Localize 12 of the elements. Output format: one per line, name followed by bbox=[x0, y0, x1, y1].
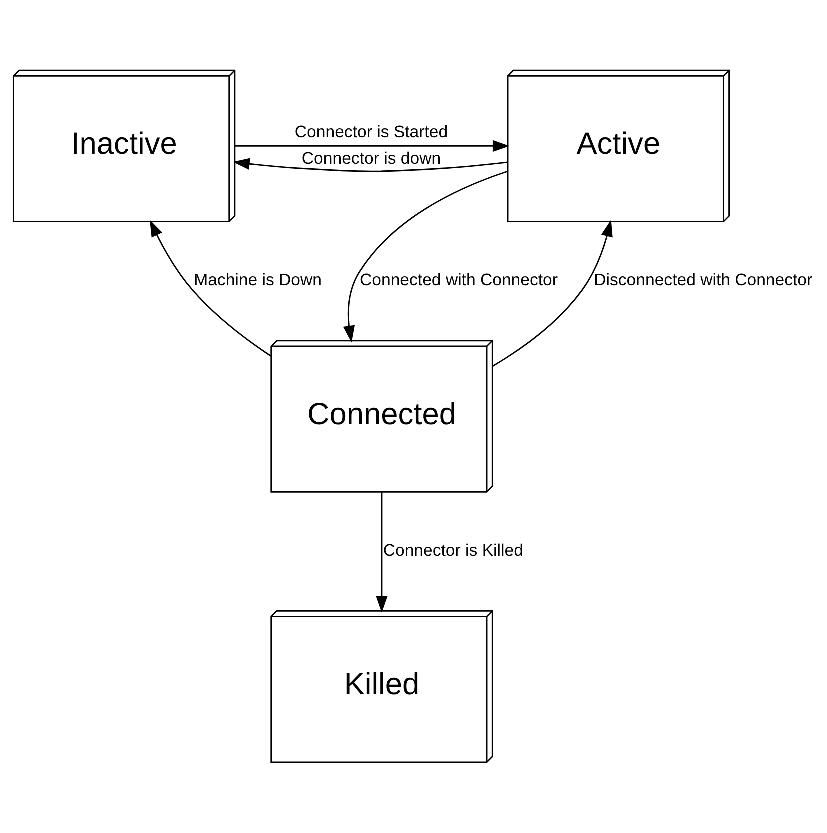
arrow bbox=[343, 170, 508, 343]
arrow bbox=[492, 220, 613, 368]
arrow bbox=[150, 220, 272, 357]
edge-label: Connector is Killed bbox=[383, 540, 524, 560]
edge-label: Machine is Down bbox=[194, 270, 322, 290]
edge-label: Connected with Connector bbox=[360, 270, 558, 290]
edge-label: Connector is Started bbox=[294, 122, 448, 142]
arrow bbox=[233, 158, 508, 172]
edge-label: Connector is down bbox=[302, 148, 442, 168]
arrow bbox=[376, 492, 388, 613]
arrow bbox=[235, 140, 510, 152]
edge-label: Disconnected with Connector bbox=[594, 270, 813, 290]
